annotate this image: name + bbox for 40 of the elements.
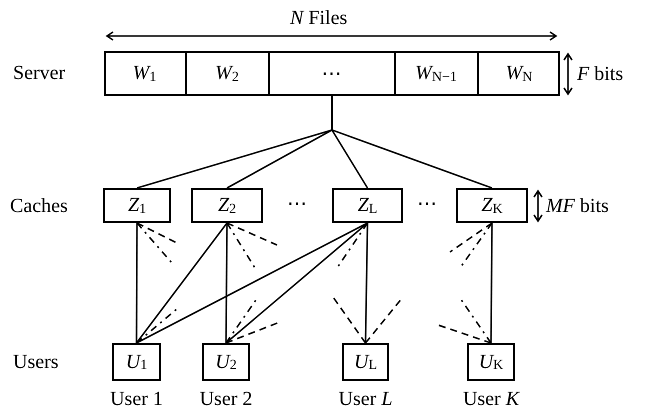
cache-box: Z$_{K}$ [456,188,528,223]
dashed-line [336,222,368,268]
connector-line [225,223,228,343]
dashed-line [332,296,366,344]
dashed-line [450,222,492,253]
connector-line [136,223,138,343]
dashed-line [226,222,256,268]
row-label: Users [13,352,59,372]
cache-box: Z$_{1}$ [103,188,171,223]
dashed-line [226,222,278,246]
dashed-line [136,222,178,244]
user-box: U$_{K}$ [467,343,515,381]
connector-line [225,222,368,344]
cache-box: Z$_{2}$ [191,188,263,223]
cache-box: Z$_{L}$ [332,188,403,223]
dashed-line [438,324,492,344]
user-box: U$_{1}$ [112,343,161,381]
connector-line [136,222,368,344]
user-box: U$_{L}$ [342,343,389,381]
ellipsis: ⋯ [417,194,437,214]
server-label: Server [13,63,66,83]
dashed-line [459,298,492,344]
ellipsis: ⋯ [287,194,307,214]
connector-line [331,96,492,189]
dashed-line [226,321,280,344]
dimension-label: F bits [577,64,624,84]
user-caption: User 1 [110,389,163,409]
file-cell: W$_{N}$ [478,51,560,96]
connector-line [364,222,368,344]
user-caption: User L [338,389,392,409]
row-label: Caches [10,196,68,216]
dimension-label: N Files [290,8,348,28]
connector-line [136,222,228,344]
dimension-label: MF bits [546,196,609,216]
user-caption: User 2 [200,389,252,409]
connector-line [490,223,493,343]
user-box: U$_{2}$ [202,343,250,381]
user-caption: User K [462,389,520,409]
dashed-line [459,222,493,268]
dashed-line [136,222,173,264]
